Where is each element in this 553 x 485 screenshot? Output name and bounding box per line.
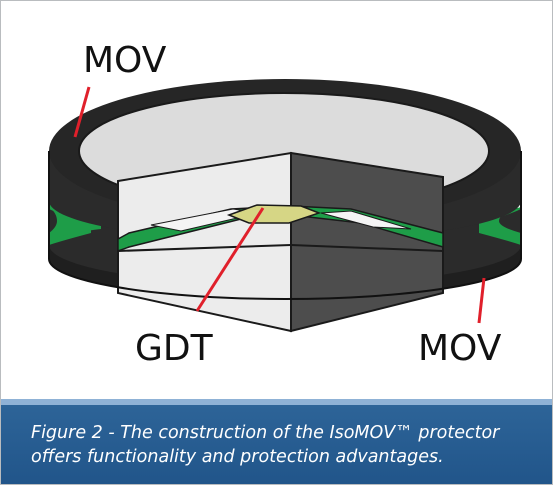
mov-bottom-label: MOV <box>418 328 502 369</box>
gdt-leader-line <box>195 207 265 312</box>
electrode-ring <box>49 197 521 245</box>
figure-caption: Figure 2 - The construction of the IsoMO… <box>31 423 500 467</box>
mov-top-leader-line <box>73 86 91 138</box>
mov-top-label: MOV <box>83 40 167 81</box>
mov-bottom-leader-line <box>477 277 486 324</box>
gdt-label: GDT <box>135 328 213 369</box>
caption-divider <box>1 399 552 405</box>
disc-outline <box>48 151 522 300</box>
wedge-cutaway <box>117 151 444 333</box>
caption-band: Figure 2 - The construction of the IsoMO… <box>1 405 552 484</box>
leader-lines <box>73 86 486 324</box>
isomov-cutaway-diagram <box>48 79 522 333</box>
